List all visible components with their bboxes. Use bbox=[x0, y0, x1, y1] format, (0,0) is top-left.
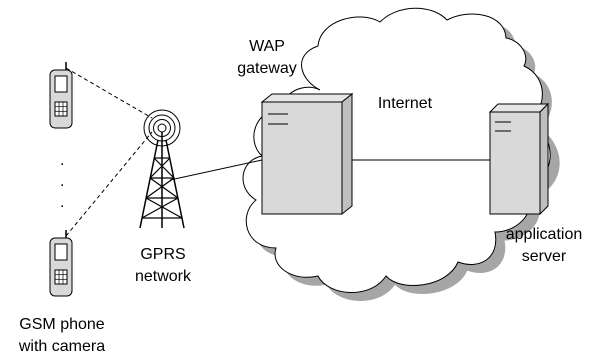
wap-gateway-label-line2: gateway bbox=[237, 60, 297, 77]
ellipsis-dot: . bbox=[60, 152, 64, 169]
link-tower-gateway bbox=[169, 159, 263, 181]
internet-cloud bbox=[242, 7, 551, 293]
ellipsis-dot: . bbox=[60, 194, 64, 211]
ellipsis-dot: . bbox=[60, 173, 64, 190]
server-icon bbox=[260, 92, 354, 216]
gprs-label-line2: network bbox=[135, 268, 192, 285]
phone-icon bbox=[49, 230, 73, 297]
internet-label: Internet bbox=[378, 95, 433, 112]
app-server-label-line1: application bbox=[506, 226, 583, 243]
wap-gateway-label-line1: WAP bbox=[249, 38, 285, 55]
link-phone2-tower bbox=[65, 131, 153, 237]
link-phone1-tower bbox=[65, 67, 153, 119]
gprs-label-line1: GPRS bbox=[140, 246, 185, 263]
phone-label-line1: GSM phone bbox=[19, 316, 104, 333]
antenna-tower-icon bbox=[139, 109, 185, 229]
phone-label-line2: with camera bbox=[18, 338, 105, 355]
phone-icon bbox=[49, 62, 73, 129]
server-icon bbox=[488, 102, 550, 216]
app-server-label-line2: server bbox=[522, 248, 567, 265]
